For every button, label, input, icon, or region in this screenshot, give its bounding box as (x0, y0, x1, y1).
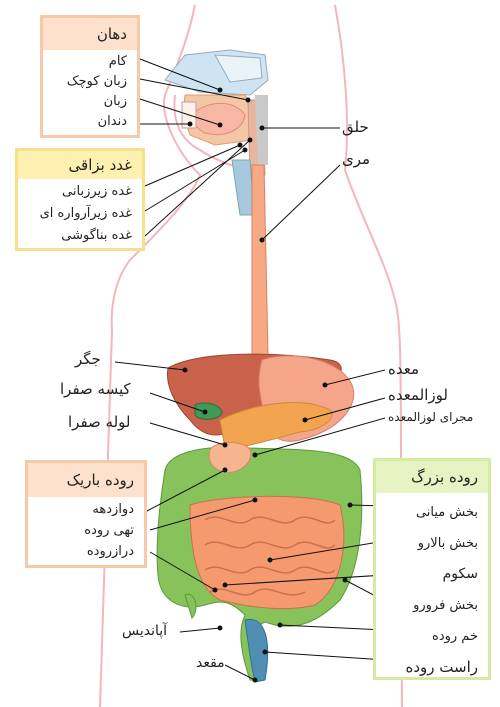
rectum (244, 618, 269, 683)
pancreas (219, 402, 333, 449)
bile-duct-label: لوله صفرا (68, 413, 131, 431)
descending-colon-label: بخش فرورو (413, 598, 478, 613)
gallbladder-label: کیسه صفرا (60, 380, 131, 398)
jejunum-label: تهی روده (84, 523, 134, 538)
pharynx-label: حلق (342, 118, 369, 136)
esophagus-label: مری (342, 150, 371, 168)
small-intestine-group-box: روده باریک دوازدهه تهی روده درازروده (25, 460, 147, 568)
mouth-group-title: دهان (96, 25, 127, 43)
esophagus (251, 164, 269, 356)
salivary-group-list: غده زیرزبانی غده زیرآرواره ای غده بناگوش… (18, 179, 142, 248)
ileum-label: درازروده (86, 544, 134, 559)
rectum-label: راست روده (405, 658, 478, 676)
chin-outline (173, 94, 241, 169)
large-intestine-group-title: روده بزرگ (411, 468, 478, 486)
large-intestine-group-list: بخش میانی بخش بالارو سکوم بخش فرورو خم ر… (376, 493, 488, 677)
large-intestine-group-box: روده بزرگ بخش میانی بخش بالارو سکوم بخش … (373, 458, 491, 680)
stomach-label: معده (388, 360, 420, 378)
appendix-label: آپاندیس (122, 623, 168, 639)
body-outline-right (334, 4, 403, 707)
anus-label: مقعد (196, 655, 225, 671)
salivary-group-box: غدد بزاقی غده زیرزبانی غده زیرآرواره ای … (15, 148, 145, 251)
intestine-loops (204, 516, 336, 596)
cecum-label: سکوم (442, 566, 478, 582)
salivary-group-title: غدد بزاقی (68, 156, 132, 174)
mouth-group-box: دهان کام زبان کوچک زبان دندان (40, 15, 140, 138)
submandibular-gland-label: غده زیرآرواره ای (39, 206, 132, 221)
parotid-gland-label: غده بناگوشی (61, 228, 132, 243)
gallbladder (194, 402, 223, 420)
leader-lines (114, 58, 386, 681)
pancreas-label: لوزالمعده (388, 386, 448, 404)
duodenum-label: دوازدهه (92, 502, 134, 517)
teeth-label: دندان (97, 114, 127, 129)
nasal (214, 54, 263, 83)
palate-label: کام (108, 54, 127, 69)
sublingual-gland-label: غده زیرزبانی (62, 184, 132, 199)
mouth-group-list: کام زبان کوچک زبان دندان (43, 50, 137, 135)
transverse-colon-label: بخش میانی (415, 505, 478, 520)
sigmoid-colon-label: خم روده (432, 629, 478, 644)
tongue-label: زبان (103, 94, 127, 109)
larynx (231, 159, 255, 216)
ascending-colon-label: بخش بالارو (417, 536, 478, 551)
appendix-shape (184, 593, 197, 619)
pancreatic-duct-label: مجرای لوزالمعده (388, 410, 474, 424)
duodenum (208, 442, 252, 473)
small-intestine (189, 495, 345, 610)
leader-dots (182, 87, 353, 683)
small-intestine-group-title: روده باریک (66, 471, 134, 489)
uvula-label: زبان کوچک (66, 74, 127, 89)
liver-label: جگر (75, 350, 101, 368)
small-intestine-group-list: دوازدهه تهی روده درازروده (28, 497, 144, 565)
